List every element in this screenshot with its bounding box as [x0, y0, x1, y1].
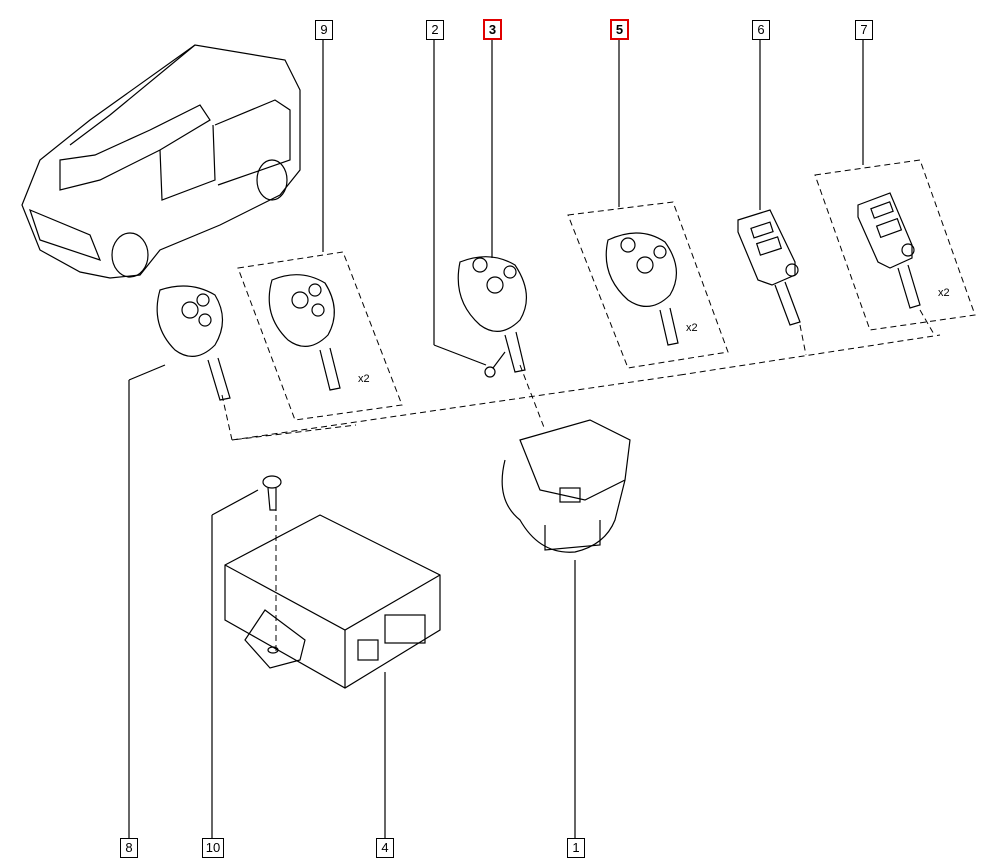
key-5 — [605, 232, 679, 346]
key-6 — [737, 209, 801, 326]
screw-2 — [484, 351, 506, 378]
control-unit-4 — [224, 514, 441, 689]
part-label-4[interactable]: 4 — [376, 838, 394, 858]
part-label-6[interactable]: 6 — [752, 20, 770, 40]
quantity-5: x2 — [686, 322, 698, 334]
key-7 — [857, 192, 921, 309]
ignition-reader-1 — [501, 419, 631, 553]
van-illustration — [21, 44, 301, 279]
part-label-7[interactable]: 7 — [855, 20, 873, 40]
part-label-5-highlighted[interactable]: 5 — [610, 19, 629, 40]
quantity-7: x2 — [938, 287, 950, 299]
part-label-2[interactable]: 2 — [426, 20, 444, 40]
key-9 — [268, 274, 341, 391]
part-label-10[interactable]: 10 — [202, 838, 224, 858]
dashed-outlines — [221, 159, 976, 655]
part-label-9[interactable]: 9 — [315, 20, 333, 40]
quantity-9: x2 — [358, 373, 370, 385]
key-8 — [156, 285, 231, 401]
part-label-1[interactable]: 1 — [567, 838, 585, 858]
part-label-8[interactable]: 8 — [120, 838, 138, 858]
part-label-3-highlighted[interactable]: 3 — [483, 19, 502, 40]
key-3 — [457, 256, 527, 373]
leader-lines — [128, 40, 864, 838]
screw-10 — [262, 475, 282, 511]
